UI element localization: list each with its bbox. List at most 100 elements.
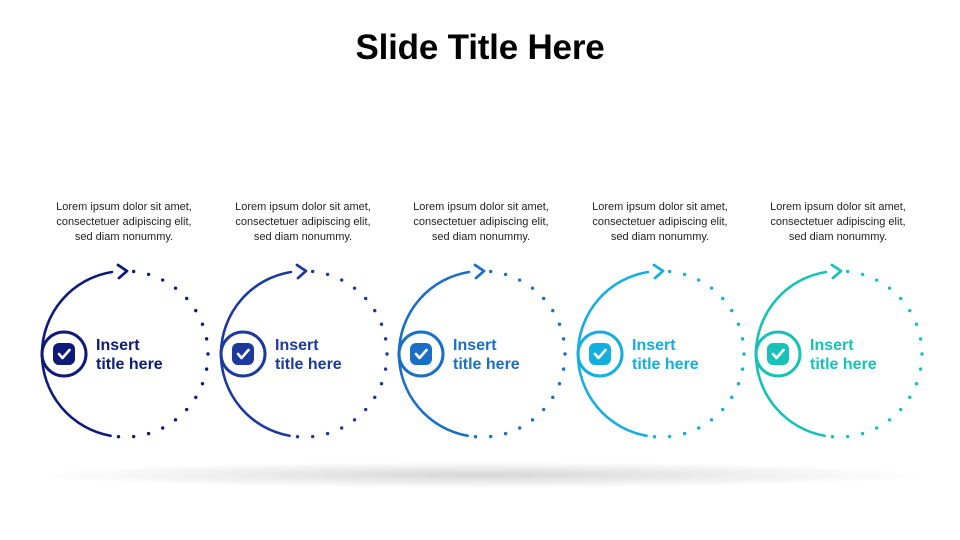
arc-dot (325, 431, 330, 436)
check-icon (410, 343, 432, 365)
dotted-arc (473, 269, 567, 439)
arc-dot (914, 382, 919, 386)
arc-dot (918, 337, 923, 341)
arc-dot (530, 418, 535, 422)
step-title-line: Insert (810, 337, 854, 354)
arc-dot (887, 418, 892, 422)
arc-dot (131, 269, 136, 274)
step-title-line: Insert (96, 337, 140, 354)
arc-dot (116, 435, 121, 439)
arc-dot (898, 407, 903, 412)
arc-dot (682, 431, 687, 436)
step-title-line: Insert (453, 337, 497, 354)
step-3: Lorem ipsum dolor sit amet,consectetuer … (391, 196, 591, 446)
arc-dot (373, 308, 377, 313)
arc-dot (920, 352, 924, 356)
check-icon (589, 343, 611, 365)
arc-dot (363, 296, 368, 301)
arc-dot (517, 278, 522, 282)
dotted-arc (652, 269, 746, 439)
arc-dot (473, 435, 478, 439)
arc-dot (667, 434, 672, 439)
arc-dot (204, 337, 209, 341)
arc-dot (730, 308, 734, 313)
step-title: Insert title here (275, 336, 385, 374)
description-line: consectetuer adipiscing elit, (235, 216, 371, 228)
arc-dot (720, 296, 725, 301)
arc-dot (385, 352, 389, 356)
arc-dot (383, 337, 388, 341)
step-description: Lorem ipsum dolor sit amet, consectetuer … (748, 200, 928, 245)
arc-dot (160, 278, 165, 282)
arc-dot (530, 286, 535, 290)
step-title-line: title here (453, 356, 520, 373)
arc-dot (908, 395, 912, 400)
description-line: consectetuer adipiscing elit, (592, 216, 728, 228)
arc-dot (363, 407, 368, 412)
step-2: Lorem ipsum dolor sit amet, consectetuer … (213, 196, 413, 446)
arrow-head-icon (830, 263, 843, 280)
arc-dot (736, 322, 741, 326)
arc-dot (563, 352, 567, 356)
arc-dot (160, 426, 165, 430)
arc-dot (541, 296, 546, 301)
arc-dot (551, 395, 555, 400)
arc-dot (206, 352, 210, 356)
arc-dot (383, 367, 388, 371)
arrow-head-icon (295, 263, 308, 280)
step-title-line: Insert (275, 337, 319, 354)
step-title-line: title here (810, 356, 877, 373)
arc-dot (652, 435, 657, 439)
slide-title: Slide Title Here (355, 28, 605, 67)
arc-dot (488, 269, 493, 274)
arrow-head-icon (473, 263, 486, 280)
arc-dot (874, 278, 879, 282)
step-5: Lorem ipsum dolor sit amet, consectetuer … (748, 196, 948, 446)
arc-dot (740, 337, 745, 341)
arc-dot (908, 308, 912, 313)
arc-dot (184, 296, 189, 301)
arc-dot (352, 418, 357, 422)
check-icon (767, 343, 789, 365)
arc-dot (503, 431, 508, 436)
arc-dot (860, 431, 865, 436)
check-icon (232, 343, 254, 365)
description-line: Lorem ipsum dolor sit amet, (56, 201, 192, 213)
arc-dot (146, 272, 151, 277)
arc-dot (557, 322, 562, 326)
step-4: Lorem ipsum dolor sit amet, consectetuer … (570, 196, 770, 446)
description-line: consectetuer adipiscing elit, (770, 216, 906, 228)
step-title-line: Insert (632, 337, 676, 354)
step-title: Insert title here (453, 336, 563, 374)
step-1: Lorem ipsum dolor sit amet, consectetuer … (34, 196, 234, 446)
dotted-arc (295, 269, 389, 439)
description-line: Lorem ipsum dolor sit amet, (592, 201, 728, 213)
arc-dot (200, 322, 205, 326)
description-line: Lorem ipsum dolor sit amet, (235, 201, 371, 213)
description-line: consectetuer adipiscing elit, (413, 216, 549, 228)
arc-dot (887, 286, 892, 290)
arc-dot (709, 286, 714, 290)
arc-dot (696, 426, 701, 430)
step-title: Insert title here (810, 336, 920, 374)
arc-dot (339, 278, 344, 282)
arc-dot (742, 352, 746, 356)
arc-dot (503, 272, 508, 277)
step-title-line: title here (275, 356, 342, 373)
arc-dot (874, 426, 879, 430)
arc-dot (131, 434, 136, 439)
arc-dot (736, 382, 741, 386)
arc-dot (173, 286, 178, 290)
step-description: Lorem ipsum dolor sit amet,consectetuer … (391, 200, 571, 245)
description-line: sed diam nonummy. (610, 231, 710, 243)
arc-dot (310, 434, 315, 439)
description-line: consectetuer adipiscing elit, (56, 216, 192, 228)
arc-dot (561, 367, 566, 371)
arc-dot (720, 407, 725, 412)
check-icon (53, 343, 75, 365)
arc-dot (730, 395, 734, 400)
arc-dot (682, 272, 687, 277)
arc-dot (517, 426, 522, 430)
arc-dot (184, 407, 189, 412)
description-line: Lorem ipsum dolor sit amet, (770, 201, 906, 213)
